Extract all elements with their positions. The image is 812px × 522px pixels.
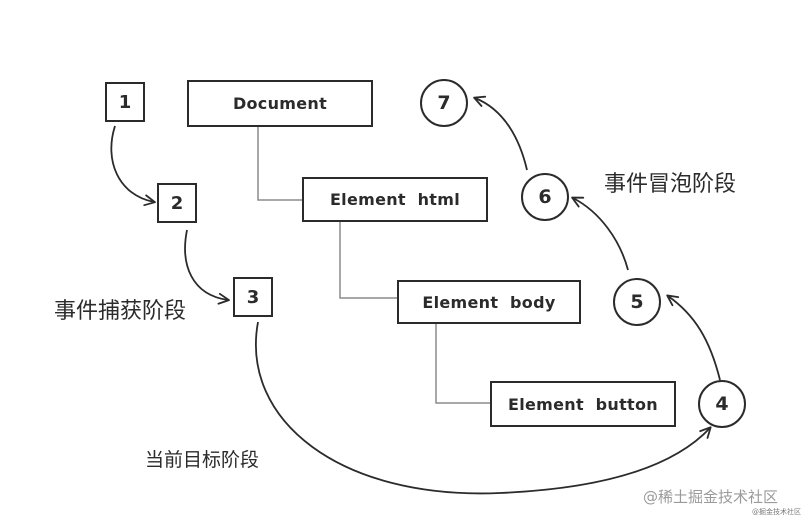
node-element-html-label: Element html	[329, 190, 461, 209]
watermark: @稀土掘金技术社区	[643, 488, 779, 506]
step-3-box: 3	[233, 277, 273, 317]
node-element-html: Element html	[302, 177, 488, 222]
node-element-button: Element button	[490, 381, 676, 427]
arrow-4-to-5	[666, 294, 721, 381]
tree-connector-document-html	[257, 127, 302, 201]
step-1-label: 1	[118, 91, 132, 113]
capture-phase-label: 事件捕获阶段	[54, 299, 187, 324]
step-3-label: 3	[246, 286, 260, 308]
step-5-label: 5	[630, 291, 644, 313]
arrow-5-to-6	[571, 196, 629, 271]
arrow-6-to-7	[473, 95, 528, 171]
arrow-3-to-4	[255, 321, 712, 495]
step-4-circle: 4	[698, 380, 746, 428]
step-4-label: 4	[715, 393, 729, 415]
step-7-circle: 7	[420, 79, 468, 127]
node-document-label: Document	[232, 94, 328, 113]
arrow-2-to-3	[184, 229, 230, 305]
step-1-box: 1	[105, 82, 145, 122]
node-document: Document	[187, 80, 373, 127]
arrow-1-to-2	[110, 125, 156, 207]
tree-connector-body-button	[435, 323, 490, 404]
node-element-body: Element body	[397, 280, 581, 324]
node-element-button-label: Element button	[508, 394, 658, 414]
step-7-label: 7	[437, 92, 451, 114]
watermark-small: @掘金技术社区	[752, 508, 801, 516]
step-6-circle: 6	[521, 173, 569, 221]
step-6-label: 6	[538, 186, 552, 208]
step-5-circle: 5	[613, 278, 661, 326]
step-2-box: 2	[157, 183, 197, 223]
bubble-phase-label: 事件冒泡阶段	[604, 172, 737, 197]
node-element-body-label: Element body	[422, 292, 556, 312]
target-phase-label: 当前目标阶段	[145, 449, 260, 471]
step-2-label: 2	[170, 192, 184, 214]
tree-connector-html-body	[339, 221, 397, 299]
